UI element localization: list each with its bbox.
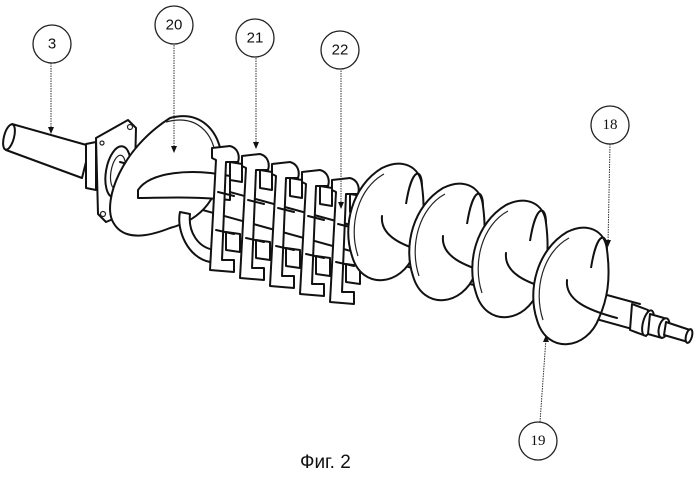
helical-flight bbox=[471, 199, 557, 319]
helical-flight bbox=[532, 226, 618, 346]
figure-caption: Фиг. 2 bbox=[300, 452, 351, 473]
arrow-21 bbox=[253, 142, 259, 149]
callout-20: 20 bbox=[154, 5, 194, 45]
arrow-19 bbox=[543, 335, 549, 342]
callout-19: 19 bbox=[518, 421, 558, 461]
leader-lines bbox=[48, 45, 611, 423]
arrow-22 bbox=[338, 202, 344, 209]
helical-flight bbox=[408, 182, 494, 302]
arrow-18 bbox=[605, 240, 611, 247]
arrow-20 bbox=[171, 146, 177, 153]
callout-22: 22 bbox=[320, 30, 360, 70]
paddle-plate bbox=[239, 153, 273, 281]
callout-18: 18 bbox=[590, 105, 630, 145]
mixing-paddles bbox=[178, 145, 363, 305]
callout-label-19: 19 bbox=[531, 433, 546, 449]
callout-label-3: 3 bbox=[48, 36, 56, 53]
callout-label-18: 18 bbox=[603, 117, 618, 133]
callout-label-22: 22 bbox=[332, 42, 349, 59]
helical-flight-20 bbox=[109, 115, 231, 237]
leader-18 bbox=[607, 143, 611, 245]
input-shaft bbox=[2, 123, 91, 179]
paddle-plate bbox=[209, 145, 243, 273]
leader-19 bbox=[539, 337, 547, 423]
helical-flight bbox=[347, 162, 433, 282]
callout-3: 3 bbox=[32, 24, 72, 64]
helical-flights-19 bbox=[347, 162, 618, 346]
paddle-plate bbox=[299, 169, 333, 297]
callout-21: 21 bbox=[235, 18, 275, 58]
shaft-end bbox=[629, 303, 694, 344]
paddle-plate bbox=[269, 161, 303, 289]
arrow-3 bbox=[48, 127, 54, 134]
callout-label-21: 21 bbox=[247, 30, 264, 47]
callout-label-20: 20 bbox=[166, 17, 183, 34]
